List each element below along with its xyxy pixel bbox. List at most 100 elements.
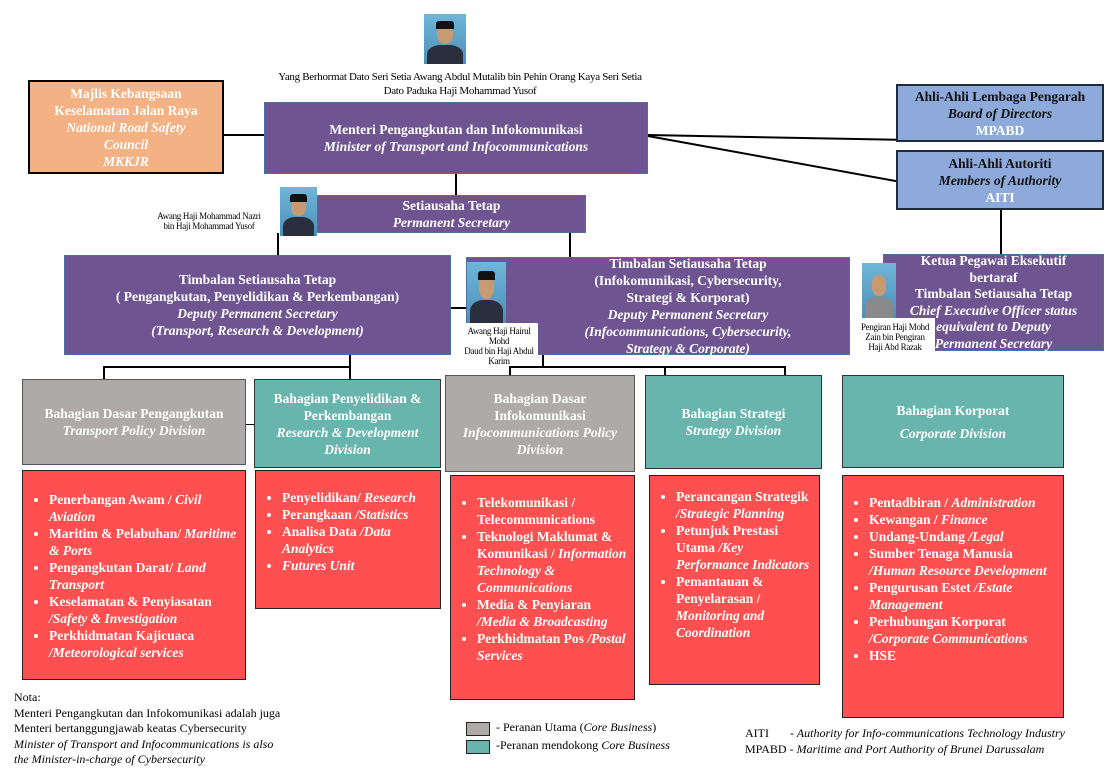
- dps-right-caption-line1: Awang Haji Hairul Mohd: [467, 326, 531, 346]
- functions-infocommunications-policy: Telekomunikasi / TelecommunicationsTekno…: [450, 475, 635, 700]
- board-acronym: MPABD: [975, 122, 1025, 138]
- board-box: Ahli-Ahli Lembaga Pengarah Board of Dire…: [896, 84, 1104, 142]
- dps-right-line6: Strategy & Corporate): [626, 341, 750, 356]
- perm-sec-title-en: Permanent Secretary: [392, 215, 511, 230]
- function-item: Undang-Undang /Legal: [869, 528, 1057, 545]
- perm-sec-caption-line2: bin Haji Mohammad Yusof: [163, 221, 255, 231]
- connector: [224, 134, 264, 136]
- function-item: Pemantauan & Penyelarasan / Monitoring a…: [676, 573, 813, 641]
- function-item: Petunjuk Prestasi Utama /Key Performance…: [676, 522, 813, 573]
- minister-title-en: Minister of Transport and Infocommunicat…: [323, 139, 589, 154]
- note: Nota: Menteri Pengangkutan dan Infokomun…: [14, 690, 344, 768]
- functions-research-development: Penyelidikan/ ResearchPerangkaan /Statis…: [255, 470, 441, 609]
- function-item: Keselamatan & Penyiasatan /Safety & Inve…: [49, 593, 239, 627]
- mkkjr-line4: Council: [103, 136, 149, 152]
- connector: [349, 366, 351, 379]
- division-title-en: Corporate Division: [899, 425, 1007, 441]
- connector: [349, 355, 351, 366]
- dps-right-box: Timbalan Setiausaha Tetap (Infokomunikas…: [466, 256, 850, 356]
- function-item: Teknologi Maklumat & Komunikasi / Inform…: [477, 528, 628, 596]
- dps-left-box: Timbalan Setiausaha Tetap ( Pengangkutan…: [64, 255, 451, 355]
- function-item: Kewangan / Finance: [869, 511, 1057, 528]
- ceo-caption-line1: Pengiran Haji Mohd: [860, 322, 930, 332]
- connector: [246, 424, 254, 425]
- legend-support: -Peranan mendokong Core Business: [496, 738, 670, 754]
- dps-left-line3: Deputy Permanent Secretary: [177, 306, 338, 321]
- connector: [103, 366, 351, 368]
- dps-right-line1: Timbalan Setiausaha Tetap: [609, 256, 767, 271]
- connector: [647, 134, 897, 141]
- function-item: Futures Unit: [282, 557, 434, 574]
- perm-sec-title-ms: Setiausaha Tetap: [402, 198, 501, 213]
- connector: [451, 307, 467, 309]
- ceo-caption: Pengiran Haji Mohd Zain bin Pengiran Haj…: [855, 318, 935, 358]
- dps-right-caption-line3: Karim: [488, 356, 510, 366]
- connector: [509, 366, 511, 375]
- connector: [509, 366, 786, 368]
- functions-corporate: Pentadbiran / AdministrationKewangan / F…: [842, 475, 1064, 718]
- abbr-mpabd-key: MPABD: [745, 741, 787, 756]
- legend-core-swatch: [466, 722, 490, 736]
- mkkjr-line3: National Road Safety: [66, 119, 186, 135]
- ceo-caption-line2: Zain bin Pengiran: [865, 332, 925, 342]
- legend-support-en: Core Business: [601, 738, 670, 752]
- legend-support-swatch: [466, 740, 490, 754]
- dps-right-caption-line2: Daud bin Haji Abdul: [464, 346, 534, 356]
- ceo-line2: bertaraf: [969, 269, 1018, 285]
- function-item: Pentadbiran / Administration: [869, 494, 1057, 511]
- ceo-line3: Timbalan Setiausaha Tetap: [914, 286, 1073, 301]
- ceo-line6: Permanent Secretary: [934, 335, 1053, 351]
- ceo-caption-line3: Haji Abd Razak: [868, 342, 922, 352]
- dps-right-line4: Deputy Permanent Secretary: [607, 307, 769, 322]
- functions-strategy: Perancangan Strategik /Strategic Plannin…: [649, 475, 820, 685]
- board-title-en: Board of Directors: [947, 105, 1053, 121]
- authority-title-en: Members of Authority: [938, 172, 1062, 188]
- mkkjr-line2: Keselamatan Jalan Raya: [54, 102, 198, 118]
- function-item: Pengurusan Estet /Estate Management: [869, 579, 1057, 613]
- division-strategy: Bahagian Strategi Strategy Division: [645, 375, 822, 469]
- dps-left-line2: ( Pengangkutan, Penyelidikan & Perkemban…: [115, 289, 400, 304]
- abbr-mpabd-value: - Maritime and Port Authority of Brunei …: [789, 741, 1045, 756]
- legend-core: - Peranan Utama (Core Business): [496, 720, 656, 736]
- legend-core-label: - Peranan Utama (: [496, 720, 584, 734]
- abbr-aiti-value: - Authority for Info-communications Tech…: [790, 726, 1065, 740]
- division-infocommunications-policy: Bahagian Dasar Infokomunikasi Infocommun…: [445, 375, 635, 472]
- minister-box: Menteri Pengangkutan dan Infokomunikasi …: [264, 102, 648, 174]
- note-line1: Menteri Pengangkutan dan Infokomunikasi …: [14, 705, 281, 720]
- function-item: Maritim & Pelabuhan/ Maritime & Ports: [49, 525, 239, 559]
- function-item: Analisa Data /Data Analytics: [282, 523, 434, 557]
- function-item: Sumber Tenaga Manusia /Human Resource De…: [869, 545, 1057, 579]
- note-line2: Menteri bertanggungjawab keatas Cybersec…: [14, 721, 247, 735]
- mkkjr-line1: Majlis Kebangsaan: [70, 85, 182, 101]
- function-item: Perancangan Strategik /Strategic Plannin…: [676, 488, 813, 522]
- connector: [542, 355, 544, 366]
- function-item: Perhubungan Korporat /Corporate Communic…: [869, 613, 1057, 647]
- dps-right-photo: [467, 262, 506, 323]
- division-title-en: Infocommunications Policy Division: [462, 424, 618, 457]
- note-line3: Minister of Transport and Infocommunicat…: [14, 736, 274, 751]
- division-transport-policy: Bahagian Dasar Pengangkutan Transport Po…: [22, 379, 246, 465]
- connector: [664, 366, 666, 375]
- mkkjr-acronym: MKKJR: [103, 153, 149, 169]
- function-item: Penyelidikan/ Research: [282, 489, 434, 506]
- connector: [647, 135, 897, 183]
- dps-right-line3: Strategi & Korporat): [626, 290, 750, 305]
- note-line4: the Minister-in-charge of Cybersecurity: [14, 752, 205, 766]
- board-title-ms: Ahli-Ahli Lembaga Pengarah: [914, 88, 1086, 104]
- division-title-en: Strategy Division: [685, 423, 782, 438]
- dps-left-line4: (Transport, Research & Development): [151, 323, 364, 338]
- division-title-ms: Bahagian Strategi: [681, 406, 786, 421]
- division-title-ms: Bahagian Dasar Infokomunikasi: [493, 390, 587, 423]
- division-corporate: Bahagian Korporat Corporate Division: [842, 375, 1064, 468]
- dps-right-line2: (Infokomunikasi, Cybersecurity,: [594, 273, 782, 288]
- ceo-line1: Ketua Pegawai Eksekutif: [920, 253, 1067, 268]
- minister-caption-line1: Yang Berhormat Dato Seri Setia Awang Abd…: [278, 71, 642, 83]
- abbreviations: AITI- Authority for Info-communications …: [745, 726, 1107, 757]
- division-title-ms: Bahagian Korporat: [896, 402, 1010, 418]
- functions-transport-policy: Penerbangan Awam / Civil AviationMaritim…: [22, 470, 246, 680]
- connector: [569, 233, 571, 257]
- division-title-en: Transport Policy Division: [62, 423, 206, 438]
- authority-box: Ahli-Ahli Autoriti Members of Authority …: [896, 150, 1104, 210]
- minister-photo: [424, 14, 466, 64]
- function-item: Pengangkutan Darat/ Land Transport: [49, 559, 239, 593]
